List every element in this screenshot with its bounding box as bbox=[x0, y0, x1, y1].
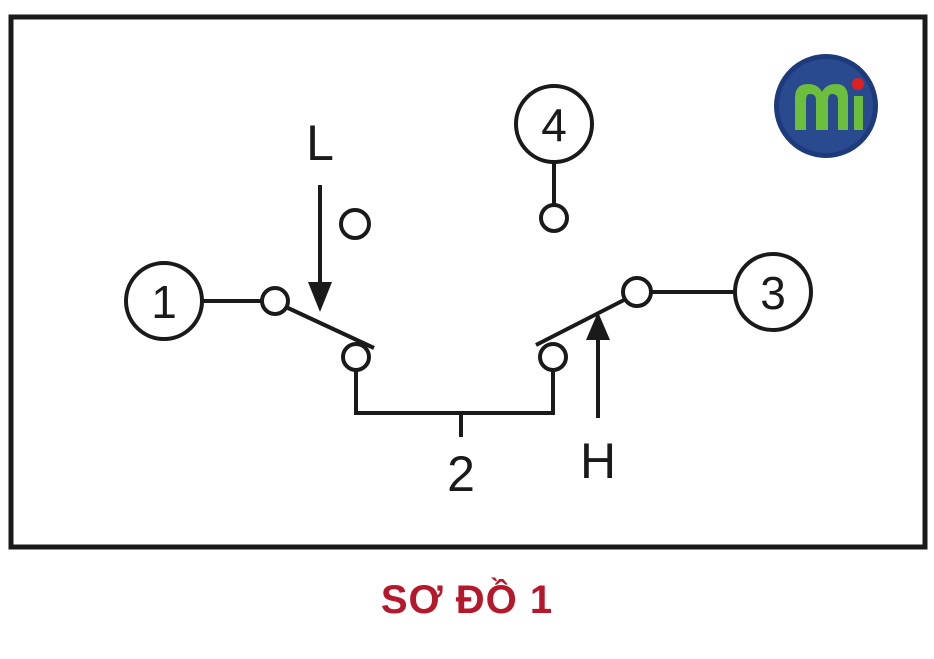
terminal-1-label: 1 bbox=[151, 276, 177, 328]
contact-4 bbox=[539, 203, 569, 233]
right-switch-blade bbox=[535, 298, 625, 347]
diagram-frame bbox=[8, 14, 928, 550]
bridge-wire bbox=[354, 370, 555, 415]
contact-common-left bbox=[341, 342, 371, 372]
terminal-2-label: 2 bbox=[447, 446, 475, 502]
diagram-caption: SƠ ĐỒ 1 bbox=[380, 578, 554, 622]
left-switch-blade bbox=[287, 306, 375, 350]
label-h: H bbox=[580, 433, 616, 489]
contact-common-right bbox=[538, 342, 568, 372]
label-l: L bbox=[306, 115, 334, 171]
contact-1 bbox=[260, 286, 290, 316]
arrow-h-head bbox=[586, 312, 610, 340]
terminal-3-label: 3 bbox=[760, 267, 786, 319]
mi-logo-icon bbox=[774, 54, 878, 158]
contact-open bbox=[339, 208, 371, 240]
terminal-4-label: 4 bbox=[541, 99, 567, 151]
arrow-l-head bbox=[308, 282, 332, 312]
terminal-1: 1 bbox=[124, 261, 204, 341]
contact-3 bbox=[621, 276, 653, 308]
terminal-3: 3 bbox=[733, 252, 813, 332]
terminal-4: 4 bbox=[514, 84, 594, 164]
